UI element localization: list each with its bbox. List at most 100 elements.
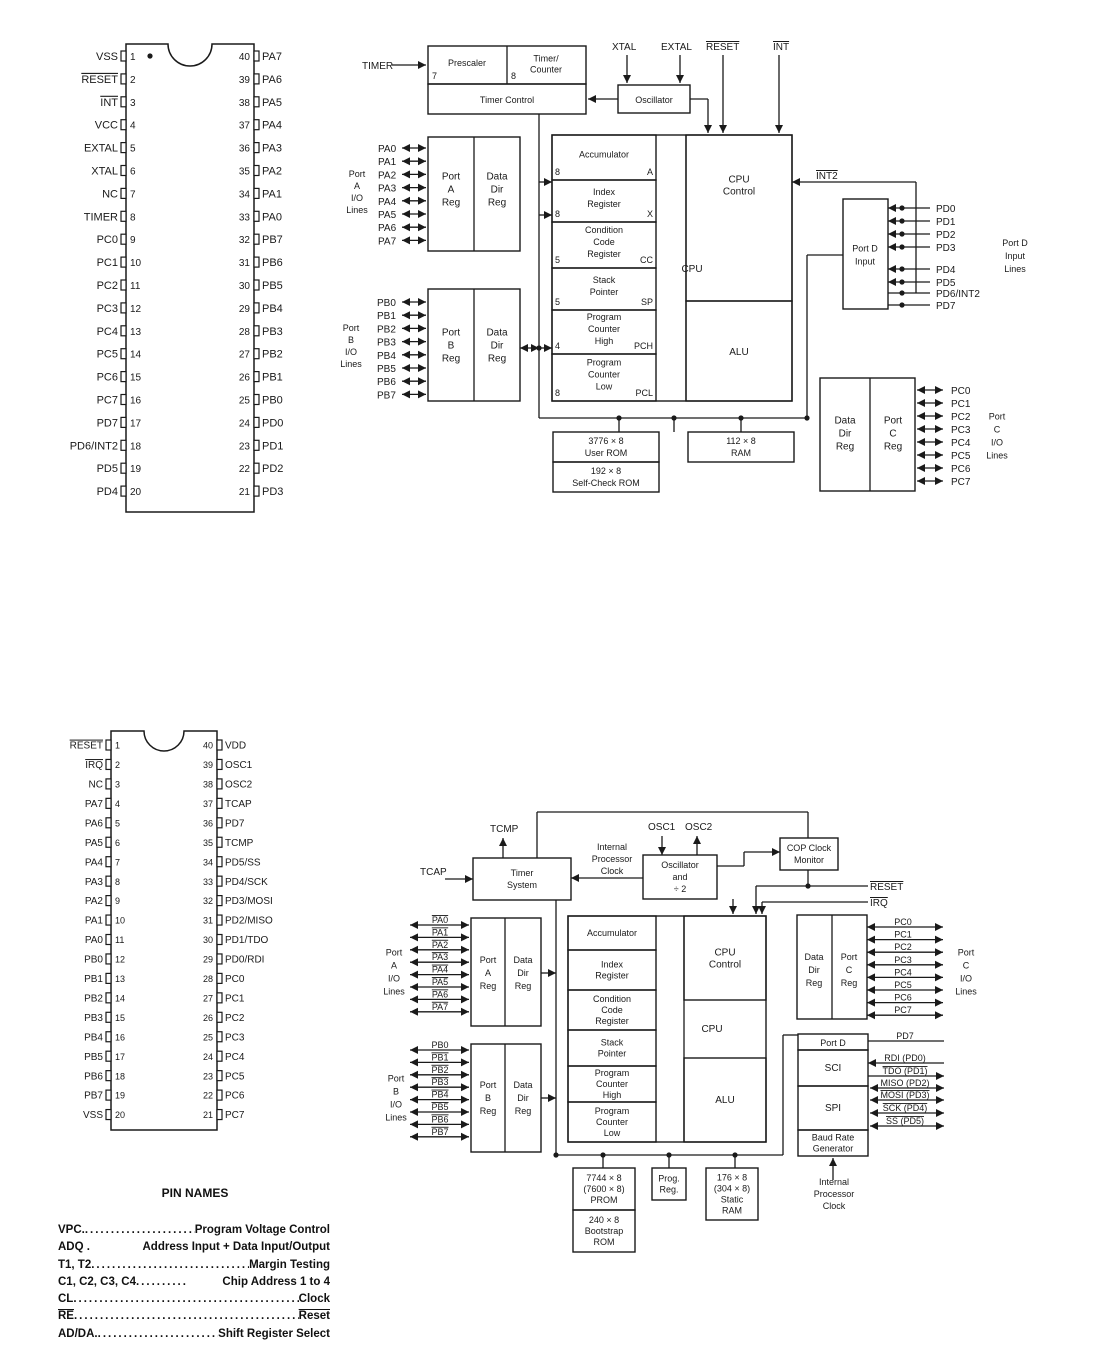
porta-pin-wire-arrow xyxy=(418,157,426,166)
chip1-pin-stub xyxy=(253,371,260,383)
pin-name-leader: ........................................… xyxy=(73,1310,299,1323)
portb-dir-label: Dir xyxy=(491,341,504,352)
register-label: Low xyxy=(596,382,613,392)
pin-label: PB4 xyxy=(84,1032,103,1043)
portb-reg-label-2: Port xyxy=(480,1080,497,1090)
pin-number: 29 xyxy=(203,955,213,965)
internal-clock-label-2: Internal xyxy=(819,1177,849,1187)
chip1-pin-stub xyxy=(120,187,127,199)
chip1-pin-stub xyxy=(253,256,260,268)
porta-pin-label-2: PA2 xyxy=(432,940,448,950)
pin-number: 32 xyxy=(239,235,251,246)
osc-to-cpu-arrow xyxy=(704,125,712,133)
register-label: Register xyxy=(587,199,621,209)
portb-pin-label: PB0 xyxy=(377,298,396,309)
spi-pin-wire-arrow xyxy=(936,1084,944,1092)
prog-reg-label: Prog. xyxy=(658,1174,680,1184)
tcmp-label: TCMP xyxy=(490,824,519,835)
pin-label: PA3 xyxy=(85,877,104,888)
pin-number: 22 xyxy=(239,464,251,475)
portd-pin-label: PD1 xyxy=(936,217,956,228)
portb-pin-wire-arrow xyxy=(418,311,426,320)
cpu-control-box xyxy=(685,134,793,302)
register-label: Program xyxy=(587,358,622,368)
junction-dot xyxy=(553,1152,559,1158)
chip2-pin-stub xyxy=(105,778,112,790)
xtal-label: XTAL xyxy=(612,42,637,53)
portc-pin-label: PC1 xyxy=(951,399,971,410)
portb-pin-label: PB1 xyxy=(377,311,396,322)
cop-label: COP Clock xyxy=(787,843,832,853)
portc-pin-wire-arrow xyxy=(935,399,943,407)
oscillator-label-2: Oscillator xyxy=(661,860,699,870)
portd-junction xyxy=(899,205,905,211)
pin-number: 2 xyxy=(130,75,136,86)
pin-number: 25 xyxy=(203,1032,213,1042)
baud-label: Generator xyxy=(813,1144,854,1154)
portc-pin-wire-2-arrow xyxy=(867,935,875,944)
portc-pin-wire-2-arrow xyxy=(935,935,943,944)
chip1-pin-stub xyxy=(120,73,127,85)
porta-lines-label-2: A xyxy=(391,961,397,971)
pin-name-key: ADQ . xyxy=(58,1241,90,1254)
spi-pin-wire-arrow xyxy=(936,1096,944,1104)
portb-pin-label: PB4 xyxy=(377,351,396,362)
bus-to-reg-arrow xyxy=(544,178,552,186)
register-label-2: Accumulator xyxy=(587,928,637,938)
chip2-pin-stub xyxy=(105,836,112,848)
register-label-2: Program xyxy=(595,1106,630,1116)
portb-pin-wire-2-arrow xyxy=(410,1058,418,1067)
portc-pin-label: PC5 xyxy=(951,451,971,462)
pin-number: 34 xyxy=(203,857,213,867)
portb-lines-label-2: I/O xyxy=(390,1100,402,1110)
portb-reg-label-2: Reg xyxy=(480,1106,497,1116)
pin-label: PC2 xyxy=(97,280,118,292)
register-label-2: Counter xyxy=(596,1117,628,1127)
pin-number: 38 xyxy=(203,780,213,790)
timer-input-label: TIMER xyxy=(362,61,393,72)
portb-pin-label-2: PB2 xyxy=(431,1065,448,1075)
chip1-pin-stub xyxy=(120,50,127,62)
chip1-pin-stub xyxy=(120,439,127,451)
register-label: Index xyxy=(593,187,616,197)
cpu-control-label: Control xyxy=(723,187,755,198)
pin-number: 25 xyxy=(239,395,251,406)
internal-clock-label: Clock xyxy=(601,866,624,876)
portc-pin-label: PC4 xyxy=(951,438,971,449)
pin-label: PC4 xyxy=(97,326,118,338)
alu-label-2: ALU xyxy=(715,1095,734,1106)
porta-pin-label: PA6 xyxy=(378,223,397,234)
xtal-wire-arrow xyxy=(623,75,631,83)
spi-pin-wire-arrow xyxy=(936,1122,944,1130)
register-bits: 5 xyxy=(555,297,560,307)
spi-pin-label: MISO (PD2) xyxy=(880,1078,929,1088)
sci-pin-label: TDO (PD1) xyxy=(883,1066,928,1076)
internal-clock-label-2: Processor xyxy=(814,1189,855,1199)
prom-label: 7744 × 8 xyxy=(586,1173,621,1183)
pin-name-key: AD/DA. xyxy=(58,1327,98,1340)
portc-pin-wire-arrow xyxy=(917,425,925,433)
pin-label: PC2 xyxy=(225,1013,245,1024)
pin-number: 20 xyxy=(115,1110,125,1120)
chip2-pin-stub xyxy=(105,1089,112,1101)
pin-number: 17 xyxy=(115,1052,125,1062)
chip2-pin-stub xyxy=(216,739,223,751)
pin-number: 2 xyxy=(115,760,120,770)
chip1-pin-stub xyxy=(120,325,127,337)
pin-label: PD1 xyxy=(262,440,283,452)
chip1-pin-stub xyxy=(253,279,260,291)
chip2-pin-stub xyxy=(216,1089,223,1101)
portb-lines-label: Port xyxy=(343,323,360,333)
portd-pin-label: PD7 xyxy=(936,301,956,312)
spi-pin-wire-arrow xyxy=(936,1109,944,1117)
pin-label: PA0 xyxy=(262,211,282,223)
portc-lines-label-2: C xyxy=(963,961,970,971)
portb-lines-label-2: B xyxy=(393,1087,399,1097)
pin-number: 9 xyxy=(115,896,120,906)
chip2-pin-stub xyxy=(105,797,112,809)
chip1-pin-stub xyxy=(120,302,127,314)
portb-pin-wire-2-arrow xyxy=(461,1132,469,1141)
portb-bus-2-arrow xyxy=(548,1094,556,1102)
register-label-2: Condition xyxy=(593,994,631,1004)
portb-pin-wire-arrow xyxy=(418,350,426,359)
